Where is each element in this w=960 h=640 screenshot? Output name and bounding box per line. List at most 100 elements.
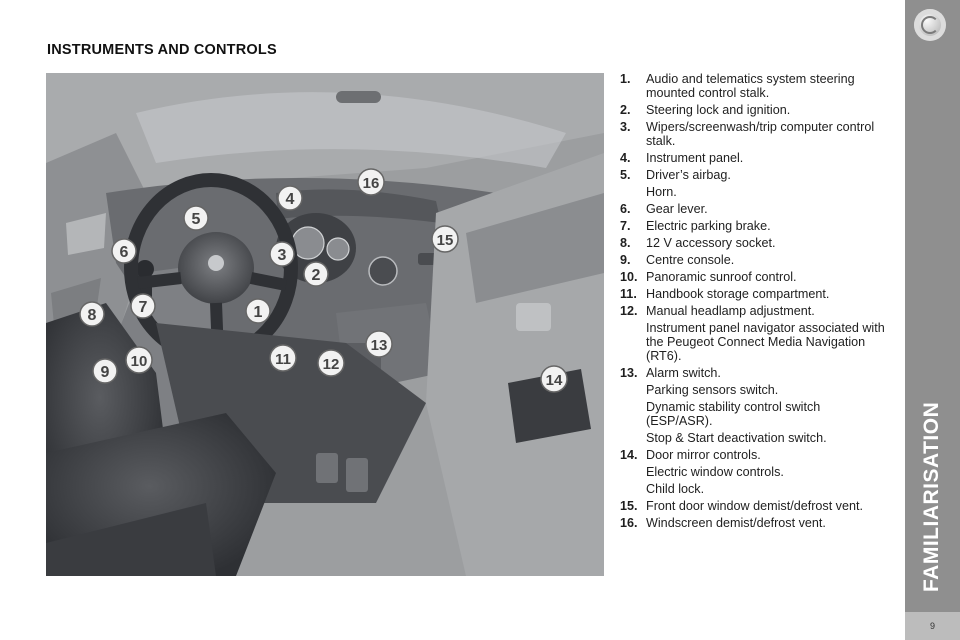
cockpit-illustration: 1 2 3 4 5 6 7 8 9 10 11 12 13 14 15 16 [46,73,604,576]
page-number: 9 [905,612,960,640]
gear-knob-icon [136,260,154,278]
rear-view-mirror [336,91,381,103]
svg-text:12: 12 [323,356,340,373]
svg-text:6: 6 [120,244,129,261]
legend-subitem: Instrument panel navigator associated wi… [646,321,885,363]
svg-text:3: 3 [278,247,287,264]
legend-subitem: Dynamic stability control switch (ESP/AS… [646,400,821,428]
legend-number: 13. [620,366,638,380]
legend-number: 4. [620,151,631,165]
callout-7: 7 [130,293,156,319]
svg-text:2: 2 [312,267,321,284]
svg-text:4: 4 [286,191,295,208]
legend-item: 14.Door mirror controls. [620,448,888,462]
legend-number: 6. [620,202,631,216]
callout-layer: 1 2 3 4 5 6 7 8 9 10 11 12 13 14 15 16 [79,168,568,393]
legend-item: 12. Manual headlamp adjustment. [620,304,888,318]
windscreen [136,92,566,168]
seat-base [46,503,216,576]
section-tab: FAMILIARISATION [920,401,943,593]
legend-subitem: Electric window controls. [646,465,784,479]
legend-item: 1.Audio and telematics system steering m… [620,72,888,100]
peugeot-logo-icon [208,255,224,271]
svg-text:13: 13 [371,337,388,354]
legend-subitem: Horn. [646,185,677,199]
legend-item: 16. Windscreen demist/defrost vent. [620,516,888,530]
callout-4: 4 [277,185,303,211]
legend-number: 2. [620,103,631,117]
page-title: INSTRUMENTS AND CONTROLS [47,42,277,58]
callout-13: 13 [365,330,393,358]
callout-1: 1 [245,298,271,324]
legend-text: Panoramic sunroof control. [646,270,797,284]
legend-item: 2. Steering lock and ignition. [620,103,888,117]
callout-5: 5 [183,205,209,231]
legend-number: 11. [620,287,637,301]
legend-item: 4. Instrument panel. [620,151,888,165]
svg-text:10: 10 [131,353,148,370]
svg-text:9: 9 [101,364,110,381]
legend-item: 3. Wipers/screenwash/trip computer contro… [620,120,888,148]
legend-item: 7.Electric parking brake. [620,219,888,233]
svg-text:15: 15 [437,232,454,249]
legend-text: Audio and telematics system steering mou… [646,72,855,100]
callout-8: 8 [79,301,105,327]
legend-text: Door mirror controls. [646,448,761,462]
legend-list: 1.Audio and telematics system steering m… [620,72,888,533]
callout-15: 15 [431,225,459,253]
svg-text:7: 7 [139,299,148,316]
legend-number: 3. [620,120,631,134]
legend-text: Alarm switch. [646,366,721,380]
legend-text: Handbook storage compartment. [646,287,830,301]
legend-item: 6. Gear lever. [620,202,888,216]
legend-text: Driver’s airbag. [646,168,731,182]
chapter-ring-icon [914,9,946,41]
legend-text: Gear lever. [646,202,708,216]
svg-text:5: 5 [192,211,201,228]
callout-12: 12 [317,349,345,377]
legend-subitem: Stop & Start deactivation switch. [646,431,827,445]
legend-text: Electric parking brake. [646,219,771,233]
legend-number: 12. [620,304,638,318]
callout-6: 6 [111,238,137,264]
chapter-sidebar: FAMILIARISATION 9 [905,0,960,640]
legend-item: 8. 12 V accessory socket. [620,236,888,250]
legend-item: 11. Handbook storage compartment. [620,287,888,301]
rev-counter-icon [326,237,350,261]
legend-subitem: Parking sensors switch. [646,383,779,397]
svg-text:8: 8 [88,307,97,324]
window-switch-panel [508,369,591,443]
legend-item: 5. Driver’s airbag. [620,168,888,182]
legend-number: 16. [620,516,638,530]
legend-text: Wipers/screenwash/trip computer control … [646,120,875,148]
legend-text: 12 V accessory socket. [646,236,776,250]
callout-2: 2 [303,261,329,287]
legend-text: Steering lock and ignition. [646,103,791,117]
door-handle-icon [516,303,551,331]
svg-text:11: 11 [275,351,291,368]
pedal-icon [316,453,338,483]
svg-text:1: 1 [254,304,263,321]
callout-11: 11 [269,344,297,372]
legend-text: Front door window demist/defrost vent. [646,499,863,513]
callout-9: 9 [92,358,118,384]
legend-number: 8. [620,236,631,250]
callout-16: 16 [357,168,385,196]
legend-number: 5. [620,168,631,182]
legend-number: 15. [620,499,638,513]
legend-text: Instrument panel. [646,151,744,165]
callout-14: 14 [540,365,568,393]
pedal-icon [346,458,368,492]
callout-3: 3 [269,241,295,267]
left-mirror-icon [66,213,106,255]
legend-number: 10. [620,270,638,284]
legend-item: 15. Front door window demist/defrost vent… [620,499,888,513]
legend-text: Centre console. [646,253,735,267]
svg-text:16: 16 [363,175,380,192]
callout-10: 10 [125,346,153,374]
air-vent-icon [368,256,398,286]
legend-subitem: Child lock. [646,482,705,496]
legend-text: Manual headlamp adjustment. [646,304,815,318]
legend-text: Windscreen demist/defrost vent. [646,516,826,530]
legend-number: 9. [620,253,631,267]
